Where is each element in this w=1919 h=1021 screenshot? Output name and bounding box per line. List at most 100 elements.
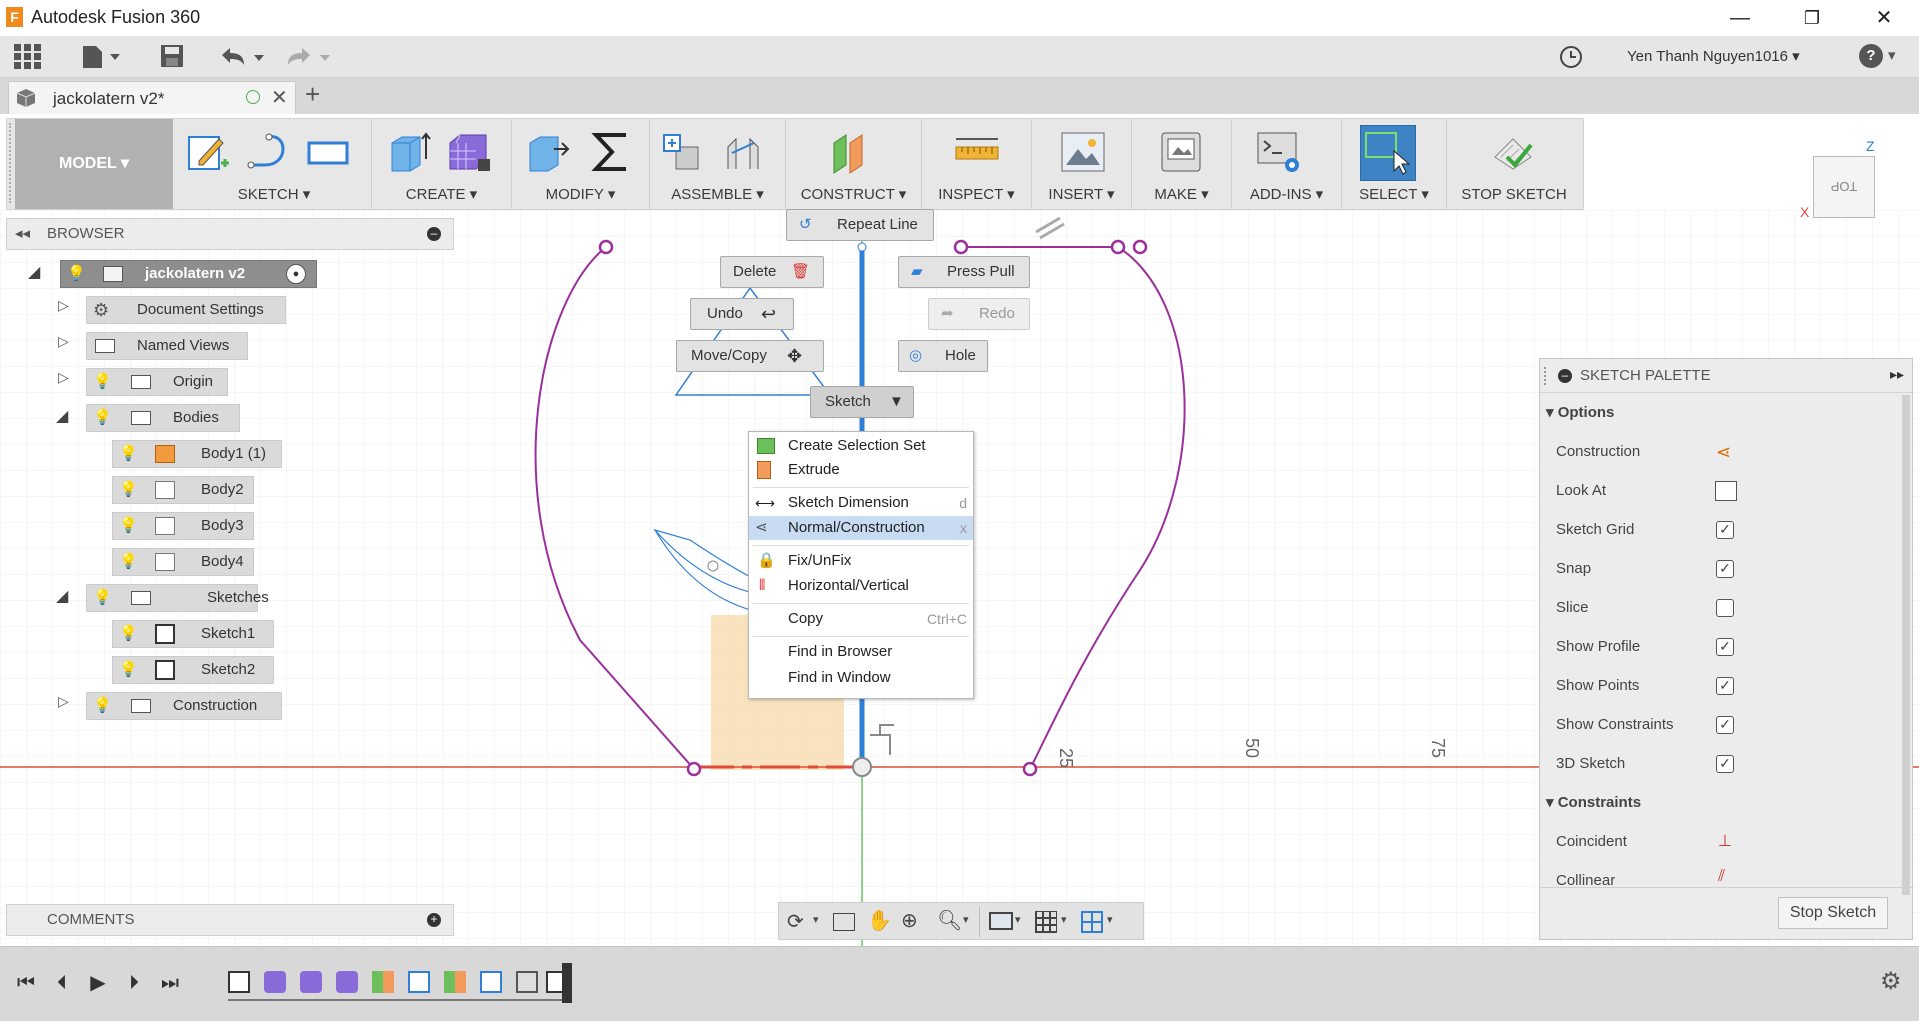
user-account-menu[interactable]: Yen Thanh Nguyen1016 ▾ [1627,48,1800,65]
tree-named-views[interactable]: Named Views [86,332,248,360]
insert-group[interactable]: INSERT ▾ [1032,119,1132,209]
create-group[interactable]: CREATE ▾ [372,119,512,209]
go-to-end-icon[interactable]: ⏭ [161,972,179,994]
collinear-icon[interactable]: ⫽ [1718,868,1726,885]
option-show-constraints[interactable]: Show Constraints✓ [1540,707,1895,743]
sketch-endpoint[interactable] [686,761,702,777]
visibility-bulb-icon[interactable]: 💡 [119,553,138,570]
sketch-group[interactable]: SKETCH ▾ [177,119,372,209]
tree-construction[interactable]: 💡 Construction [86,692,282,720]
fit-zoom-icon[interactable]: 🔍︎ [937,910,963,932]
3d-sketch-checkbox[interactable]: ✓ [1716,755,1734,773]
tree-body3[interactable]: 💡 Body3 [112,512,254,540]
offset-plane-icon[interactable] [830,129,876,175]
grid-dropdown-icon[interactable]: ▾ [1061,914,1067,926]
show-profile-checkbox[interactable]: ✓ [1716,638,1734,656]
constraint-coincident[interactable]: Coincident⊥ [1540,824,1895,860]
activate-radio-icon[interactable]: ● [286,264,306,284]
option-slice[interactable]: Slice [1540,590,1895,626]
stop-sketch-icon[interactable] [1491,129,1537,175]
close-tab-icon[interactable]: ✕ [271,87,288,109]
slice-checkbox[interactable] [1716,599,1734,617]
restore-button[interactable]: ❐ [1803,8,1821,28]
step-forward-icon[interactable]: ⏵ [129,972,139,994]
minimize-button[interactable]: — [1730,7,1750,29]
collapse-icon[interactable]: ◢ [56,408,69,425]
option-sketch-grid[interactable]: Sketch Grid✓ [1540,512,1895,548]
tree-document-settings[interactable]: ⚙ Document Settings [86,296,286,324]
expand-icon[interactable]: ▷ [58,333,69,349]
measure-ruler-icon[interactable] [954,129,1000,175]
menu-item-horizontal-vertical[interactable]: ⫴ Horizontal/Vertical [749,574,973,598]
play-icon[interactable]: ▶ [90,972,106,994]
line-endpoint[interactable] [857,242,867,252]
rectangle-tool-icon[interactable] [305,129,351,175]
new-component-icon[interactable] [658,129,704,175]
tree-sketch2[interactable]: 💡 Sketch2 [112,656,274,684]
line-tool-icon[interactable] [245,129,291,175]
sketch-endpoint[interactable] [598,239,614,255]
display-dropdown-icon[interactable]: ▾ [1015,914,1021,926]
option-construction[interactable]: Construction⋖ [1540,434,1895,470]
tree-bodies[interactable]: 💡 Bodies [86,404,240,432]
zoom-icon[interactable]: ⊕ [901,910,918,932]
addins-group[interactable]: ADD-INS ▾ [1232,119,1342,209]
visibility-bulb-icon[interactable]: 💡 [119,661,138,678]
timeline-settings-gear-icon[interactable]: ⚙ [1880,968,1902,995]
tree-body2[interactable]: 💡 Body2 [112,476,254,504]
workspace-switcher[interactable]: MODEL ▾ [15,119,173,209]
delete-button[interactable]: Delete🗑 [720,256,824,288]
palette-expand-icon[interactable]: ▸▸ [1890,366,1905,382]
press-pull-button[interactable]: ▰Press Pull [898,256,1030,288]
scripts-addins-icon[interactable] [1256,129,1302,175]
coincident-icon[interactable]: ⊥ [1718,833,1732,850]
timeline-form-icon[interactable] [336,971,358,993]
orbit-icon[interactable]: ⟳ [787,911,804,933]
timeline-plane-icon[interactable] [372,971,394,993]
insert-image-icon[interactable] [1060,129,1106,175]
option-3d-sketch[interactable]: 3D Sketch✓ [1540,746,1895,782]
browser-root-item[interactable]: 💡 jackolatern v2 ● [60,260,317,288]
grid-settings-icon[interactable] [1035,911,1057,933]
view-cube-face[interactable]: TOP [1813,156,1875,218]
option-snap[interactable]: Snap✓ [1540,551,1895,587]
file-menu-icon[interactable] [80,44,124,70]
tree-body4[interactable]: 💡 Body4 [112,548,254,576]
3d-print-icon[interactable] [1158,129,1204,175]
snap-checkbox[interactable]: ✓ [1716,560,1734,578]
timeline-sketch-plane-icon[interactable] [480,971,502,993]
display-settings-icon[interactable] [989,912,1013,930]
show-constraints-checkbox[interactable]: ✓ [1716,716,1734,734]
document-tab[interactable]: jackolatern v2* ✕ [8,81,296,114]
sketch-submenu-button[interactable]: Sketch▼ [810,386,914,418]
new-tab-button[interactable]: + [305,79,321,109]
help-icon[interactable]: ? [1859,44,1883,68]
visibility-bulb-icon[interactable]: 💡 [119,517,138,534]
sketch-endpoint[interactable] [1132,239,1148,255]
visibility-bulb-icon[interactable]: 💡 [93,697,112,714]
zoom-dropdown-icon[interactable]: ▾ [963,914,969,926]
sketch-grid-checkbox[interactable]: ✓ [1716,521,1734,539]
extrude-icon[interactable] [386,129,432,175]
constraints-section-header[interactable]: ▾ Constraints [1546,794,1642,811]
construction-toggle-icon[interactable]: ⋖ [1716,442,1732,462]
look-at-icon[interactable] [1715,481,1737,501]
constraint-collinear[interactable]: Collinear⫽ [1540,859,1895,885]
look-at-nav-icon[interactable] [833,913,855,931]
stop-sketch-button[interactable]: Stop Sketch [1778,897,1888,929]
show-points-checkbox[interactable]: ✓ [1716,677,1734,695]
origin-point[interactable] [852,757,872,777]
sketch-endpoint[interactable] [1022,761,1038,777]
options-section-header[interactable]: ▾ Options [1546,404,1615,421]
option-show-points[interactable]: Show Points✓ [1540,668,1895,704]
save-icon[interactable] [160,44,184,68]
collapse-icon[interactable]: ◢ [56,588,69,605]
palette-minimize-icon[interactable]: – [1558,369,1572,383]
make-group[interactable]: MAKE ▾ [1132,119,1232,209]
palette-header[interactable]: – SKETCH PALETTE ▸▸ [1540,359,1912,393]
timeline-combine-icon[interactable] [516,971,538,993]
job-status-clock-icon[interactable] [1559,45,1583,69]
timeline-form-icon[interactable] [300,971,322,993]
left-sketch-curve[interactable] [534,246,695,770]
